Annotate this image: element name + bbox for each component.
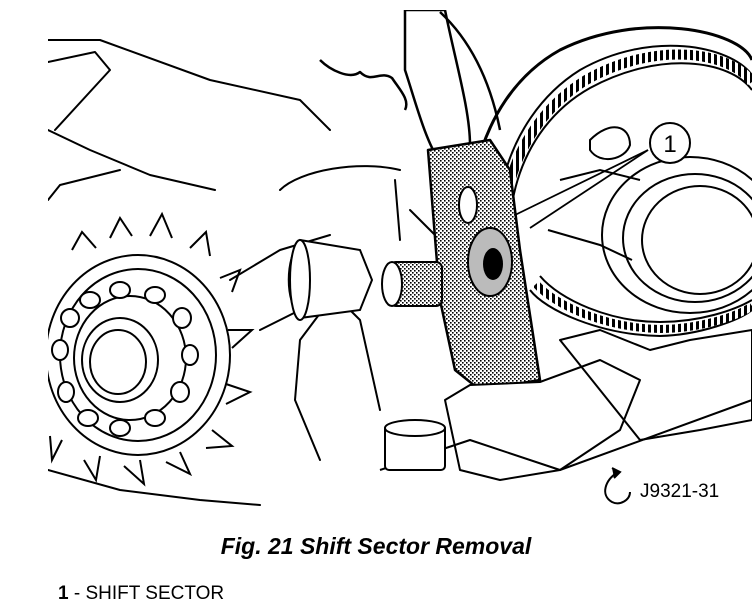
callout-number: 1 bbox=[663, 131, 676, 158]
bearing-assembly bbox=[48, 211, 255, 487]
legend-separator: - bbox=[68, 583, 86, 604]
callout-circle bbox=[649, 122, 691, 164]
shift-sector bbox=[426, 138, 542, 392]
legend-item: 1 - SHIFT SECTOR bbox=[58, 583, 224, 605]
legend-number: 1 bbox=[58, 583, 69, 604]
rotation-arrow-icon bbox=[604, 467, 631, 505]
shaft bbox=[287, 238, 443, 321]
shift-sector-illustration: 1 J9321-31 bbox=[48, 10, 752, 506]
figure-id: J9321-31 bbox=[640, 481, 719, 502]
figure-caption: Fig. 21 Shift Sector Removal bbox=[220, 533, 532, 559]
legend-text: SHIFT SECTOR bbox=[85, 583, 225, 604]
